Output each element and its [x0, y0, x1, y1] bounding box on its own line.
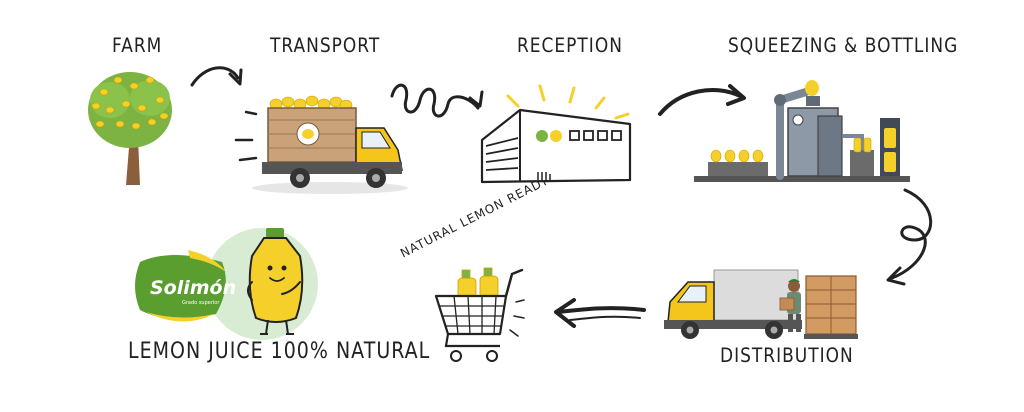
squeezing-label: SQUEEZING & BOTTLING — [728, 34, 959, 58]
product-label: LEMON JUICE 100% NATURAL — [128, 338, 431, 364]
lemon-tree-icon — [88, 72, 172, 185]
curly-arrow-icon — [890, 188, 933, 280]
distribution-label: DISTRIBUTION — [720, 344, 854, 368]
bottling-machine-icon — [694, 80, 910, 182]
distribution-truck-icon — [664, 269, 802, 339]
curly-arrow-icon — [390, 83, 480, 118]
reception-building-icon — [480, 84, 632, 184]
juice-bottle-mascot-icon — [247, 228, 304, 335]
pallet-boxes-icon — [804, 275, 858, 339]
farm-label: FARM — [112, 34, 163, 58]
brand-logo-text: Solimón — [150, 277, 236, 299]
worker-icon — [779, 279, 801, 332]
transport-truck-icon — [234, 95, 408, 194]
transport-label: TRANSPORT — [270, 34, 381, 58]
brand-tagline: Grado superior — [182, 300, 220, 306]
reception-label: RECEPTION — [517, 34, 623, 58]
arrow-icon — [190, 66, 240, 87]
arrow-icon — [658, 88, 742, 116]
arrow-icon — [556, 306, 646, 314]
shopping-cart-icon — [434, 267, 525, 362]
